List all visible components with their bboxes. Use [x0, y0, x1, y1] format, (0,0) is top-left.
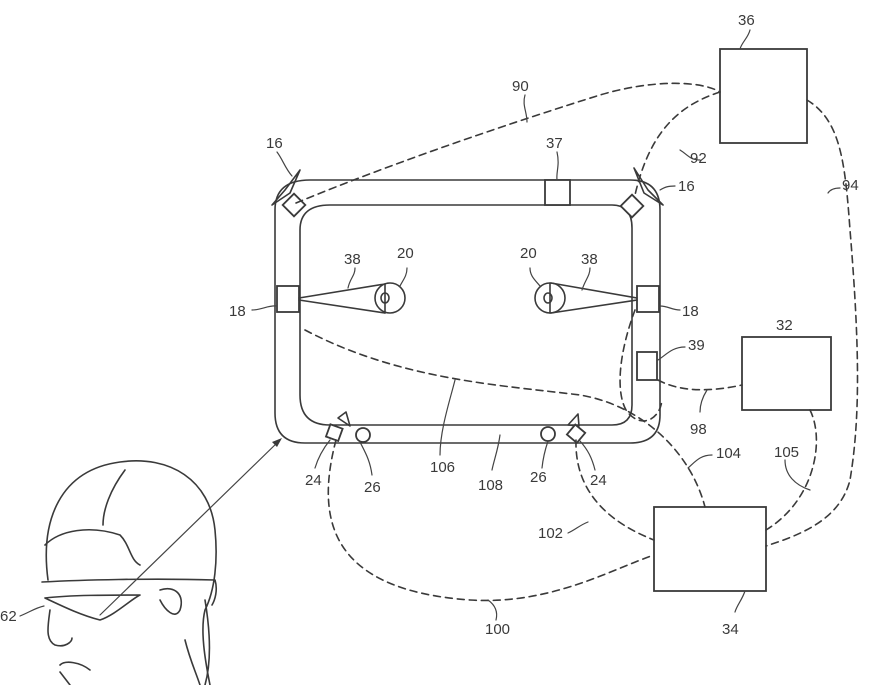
label-37: 37 — [546, 135, 563, 152]
emitter-left-16 — [271, 169, 307, 218]
link-102 — [575, 439, 655, 541]
label-16-right: 16 — [678, 178, 695, 195]
link-104 — [304, 329, 706, 508]
pointer-arrow-head-icon — [272, 438, 282, 447]
link-100 — [327, 439, 655, 602]
label-16-left: 16 — [266, 135, 283, 152]
emitter-left-triangle — [271, 169, 301, 206]
emitter-right-triangle — [633, 167, 664, 206]
frame-inner — [299, 204, 633, 426]
label-32: 32 — [776, 317, 793, 334]
leader-lines — [19, 29, 841, 621]
link-92 — [634, 91, 721, 196]
eyewear-frame — [274, 179, 661, 444]
link-90 — [295, 82, 721, 204]
label-62: 62 — [0, 608, 17, 625]
label-26-right: 26 — [530, 469, 547, 486]
link-inner-right — [619, 309, 663, 422]
label-20-left: 20 — [397, 245, 414, 262]
bottom-sensor-right-diamond — [565, 423, 587, 445]
bottom-circle-right-26 — [540, 426, 556, 442]
camera-right-18 — [636, 285, 660, 313]
emitter-right-diamond — [619, 193, 645, 219]
label-92: 92 — [690, 150, 707, 167]
label-104: 104 — [716, 445, 741, 462]
label-108: 108 — [478, 477, 503, 494]
eyewear-lens — [44, 594, 141, 621]
label-106: 106 — [430, 459, 455, 476]
ear — [159, 588, 182, 615]
face-profile — [47, 609, 91, 685]
emitter-left-diamond — [281, 192, 307, 218]
label-24-left: 24 — [305, 472, 322, 489]
side-sensor-39 — [636, 351, 658, 381]
eyewear-band — [41, 578, 218, 606]
label-90: 90 — [512, 78, 529, 95]
label-34: 34 — [722, 621, 739, 638]
link-94 — [765, 99, 859, 547]
label-18-right: 18 — [682, 303, 699, 320]
bottom-sensor-left-24 — [324, 411, 351, 443]
eyeball-left — [374, 282, 406, 314]
link-105 — [765, 409, 818, 531]
label-102: 102 — [538, 525, 563, 542]
label-105: 105 — [774, 444, 799, 461]
bridge-37 — [544, 179, 571, 206]
bottom-sensor-left-diamond — [324, 423, 344, 443]
unit-36 — [719, 48, 808, 144]
label-20-right: 20 — [520, 245, 537, 262]
head-outline — [45, 460, 217, 685]
label-100: 100 — [485, 621, 510, 638]
label-26-left: 26 — [364, 479, 381, 496]
bottom-circle-left-26 — [355, 427, 371, 443]
label-98: 98 — [690, 421, 707, 438]
label-38-left: 38 — [344, 251, 361, 268]
gaze-cone-left — [298, 283, 386, 314]
label-39: 39 — [688, 337, 705, 354]
gaze-cone-right — [550, 282, 638, 314]
label-38-right: 38 — [581, 251, 598, 268]
bottom-sensor-right-24 — [565, 413, 587, 445]
reference-labels: 16 16 37 90 92 36 94 38 20 20 38 18 18 3… — [0, 12, 859, 638]
frame-outer — [274, 179, 661, 444]
label-18-left: 18 — [229, 303, 246, 320]
wearer-head-62 — [41, 460, 218, 685]
pointer-arrow-line — [99, 439, 281, 616]
eye-left-20 — [298, 282, 406, 314]
eye-right-20 — [534, 282, 638, 314]
camera-left-18 — [276, 285, 300, 313]
emitter-right-16 — [619, 167, 664, 219]
pupil-right — [543, 292, 553, 304]
link-98 — [657, 379, 743, 391]
label-24-right: 24 — [590, 472, 607, 489]
label-94: 94 — [842, 177, 859, 194]
label-36: 36 — [738, 12, 755, 29]
unit-32 — [741, 336, 832, 411]
unit-34 — [653, 506, 767, 592]
hair-line — [44, 529, 141, 566]
